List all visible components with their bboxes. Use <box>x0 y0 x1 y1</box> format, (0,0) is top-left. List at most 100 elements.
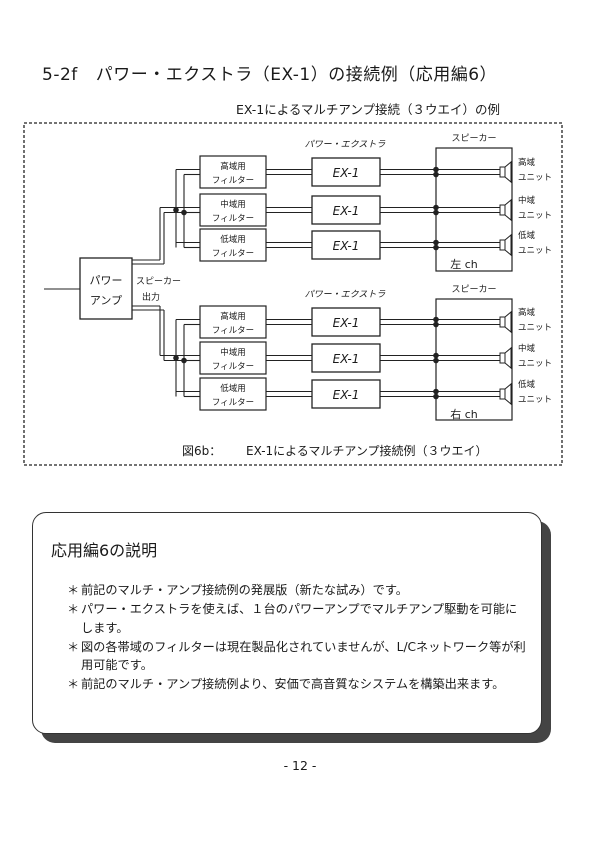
filter-label: 高域用 <box>220 311 246 322</box>
filter-label: フィルター <box>212 326 254 336</box>
bullet-mark: ＊ <box>67 677 80 692</box>
filter-label: フィルター <box>212 362 254 372</box>
junction-dot <box>433 357 439 364</box>
junction-dot <box>433 244 439 251</box>
ex1-box <box>311 379 381 409</box>
explanation-item: ＊図の各帯域のフィルターは現在製品化されていませんが、L/Cネットワーク等が利用… <box>67 638 527 675</box>
ex1-label: EX-1 <box>333 239 360 253</box>
unit-label: 中域 <box>518 195 536 206</box>
unit-label: ユニット <box>518 173 552 183</box>
filter-label: 低域用 <box>220 383 246 394</box>
figure-caption-number: 図6b： <box>182 444 221 458</box>
ex1-box <box>311 307 381 337</box>
unit-label: ユニット <box>518 246 552 256</box>
ex1-label: EX-1 <box>333 166 360 180</box>
amp-label: パワー <box>90 274 123 287</box>
speaker-driver-icon <box>499 352 506 364</box>
junction-dot <box>181 357 187 364</box>
junction-dot <box>181 209 187 216</box>
junction-dot <box>433 388 439 395</box>
ex1-box <box>311 230 381 260</box>
filter-box <box>199 155 267 189</box>
speaker-label: スピーカー <box>451 284 496 295</box>
filter-label: フィルター <box>212 176 254 186</box>
filter-label: フィルター <box>212 398 254 408</box>
junction-dot <box>173 207 179 213</box>
junction-dot <box>173 355 179 361</box>
speaker-cone-icon <box>504 310 512 334</box>
filter-label: 中域用 <box>220 199 246 210</box>
junction-dot <box>433 352 439 359</box>
filter-label: 低域用 <box>220 234 246 245</box>
ex1-box <box>311 195 381 225</box>
ex1-box <box>311 157 381 187</box>
explanation-item: ＊パワー・エクストラを使えば、１台のパワーアンプでマルチアンプ駆動を可能にします… <box>67 600 527 637</box>
unit-label: 高域 <box>518 157 536 168</box>
power-extra-label: パワー・エクストラ <box>305 289 386 300</box>
junction-dot <box>433 316 439 323</box>
junction-dot <box>433 239 439 246</box>
ex1-label: EX-1 <box>333 388 360 402</box>
unit-label: ユニット <box>518 211 552 221</box>
amp-output-label: スピーカー <box>136 276 181 287</box>
ex1-label: EX-1 <box>333 204 360 218</box>
speaker-driver-icon <box>499 204 506 216</box>
ex1-label: EX-1 <box>333 316 360 330</box>
explanation-text: 図の各帯域のフィルターは現在製品化されていませんが、L/Cネットワーク等が利用可… <box>81 639 526 673</box>
filter-box <box>199 228 267 262</box>
unit-label: ユニット <box>518 323 552 333</box>
filter-label: 中域用 <box>220 347 246 358</box>
amp-output-label: 出力 <box>142 291 160 303</box>
junction-dot <box>433 166 439 173</box>
bullet-mark: ＊ <box>67 639 80 654</box>
filter-box <box>199 305 267 339</box>
page-number: - 12 - <box>283 758 317 773</box>
power-extra-label: パワー・エクストラ <box>305 139 386 150</box>
unit-label: ユニット <box>518 395 552 405</box>
speaker-driver-icon <box>499 388 506 400</box>
speaker-cone-icon <box>504 160 512 184</box>
junction-dot <box>433 171 439 178</box>
filter-label: フィルター <box>212 249 254 259</box>
explanation-text: 前記のマルチ・アンプ接続例より、安価で高音質なシステムを構築出来ます。 <box>81 677 505 692</box>
junction-dot <box>433 321 439 328</box>
speaker-cone-icon <box>504 382 512 406</box>
figure-subtitle: EX-1によるマルチアンプ接続（３ウエイ）の例 <box>235 102 500 117</box>
channel-label: 左 ch <box>450 258 478 271</box>
filter-box <box>199 377 267 411</box>
junction-dot <box>433 204 439 211</box>
speaker-box <box>435 147 513 272</box>
speaker-driver-icon <box>499 166 506 178</box>
ex1-label: EX-1 <box>333 352 360 366</box>
ex1-box <box>311 343 381 373</box>
filter-box <box>199 341 267 375</box>
unit-label: ユニット <box>518 359 552 369</box>
junction-dot <box>433 209 439 216</box>
filter-label: 高域用 <box>220 161 246 172</box>
filter-box <box>199 193 267 227</box>
explanation-box: 応用編6の説明 ＊前記のマルチ・アンプ接続例の発展版（新たな試み）です。 ＊パワ… <box>32 512 542 734</box>
power-amp-box <box>79 257 133 320</box>
explanation-text: パワー・エクストラを使えば、１台のパワーアンプでマルチアンプ駆動を可能にします。 <box>81 602 518 635</box>
unit-label: 低域 <box>518 230 536 241</box>
explanation-list: ＊前記のマルチ・アンプ接続例の発展版（新たな試み）です。 ＊パワー・エクストラを… <box>67 581 527 695</box>
explanation-title: 応用編6の説明 <box>51 541 158 560</box>
bullet-mark: ＊ <box>67 602 80 617</box>
unit-label: 低域 <box>518 379 536 390</box>
figure-caption-text: EX-1によるマルチアンプ接続例（３ウエイ） <box>246 443 488 458</box>
explanation-item: ＊前記のマルチ・アンプ接続例の発展版（新たな試み）です。 <box>67 581 527 600</box>
speaker-label: スピーカー <box>451 133 496 144</box>
speaker-cone-icon <box>504 233 512 257</box>
bullet-mark: ＊ <box>67 583 80 597</box>
filter-label: フィルター <box>212 214 254 224</box>
section-number: 5-2f <box>42 65 78 85</box>
speaker-cone-icon <box>504 346 512 370</box>
explanation-text: 前記のマルチ・アンプ接続例の発展版（新たな試み）です。 <box>81 583 408 597</box>
junction-dot <box>433 393 439 400</box>
speaker-cone-icon <box>504 198 512 222</box>
speaker-driver-icon <box>499 316 506 328</box>
unit-label: 中域 <box>518 343 536 354</box>
unit-label: 高域 <box>518 307 536 318</box>
